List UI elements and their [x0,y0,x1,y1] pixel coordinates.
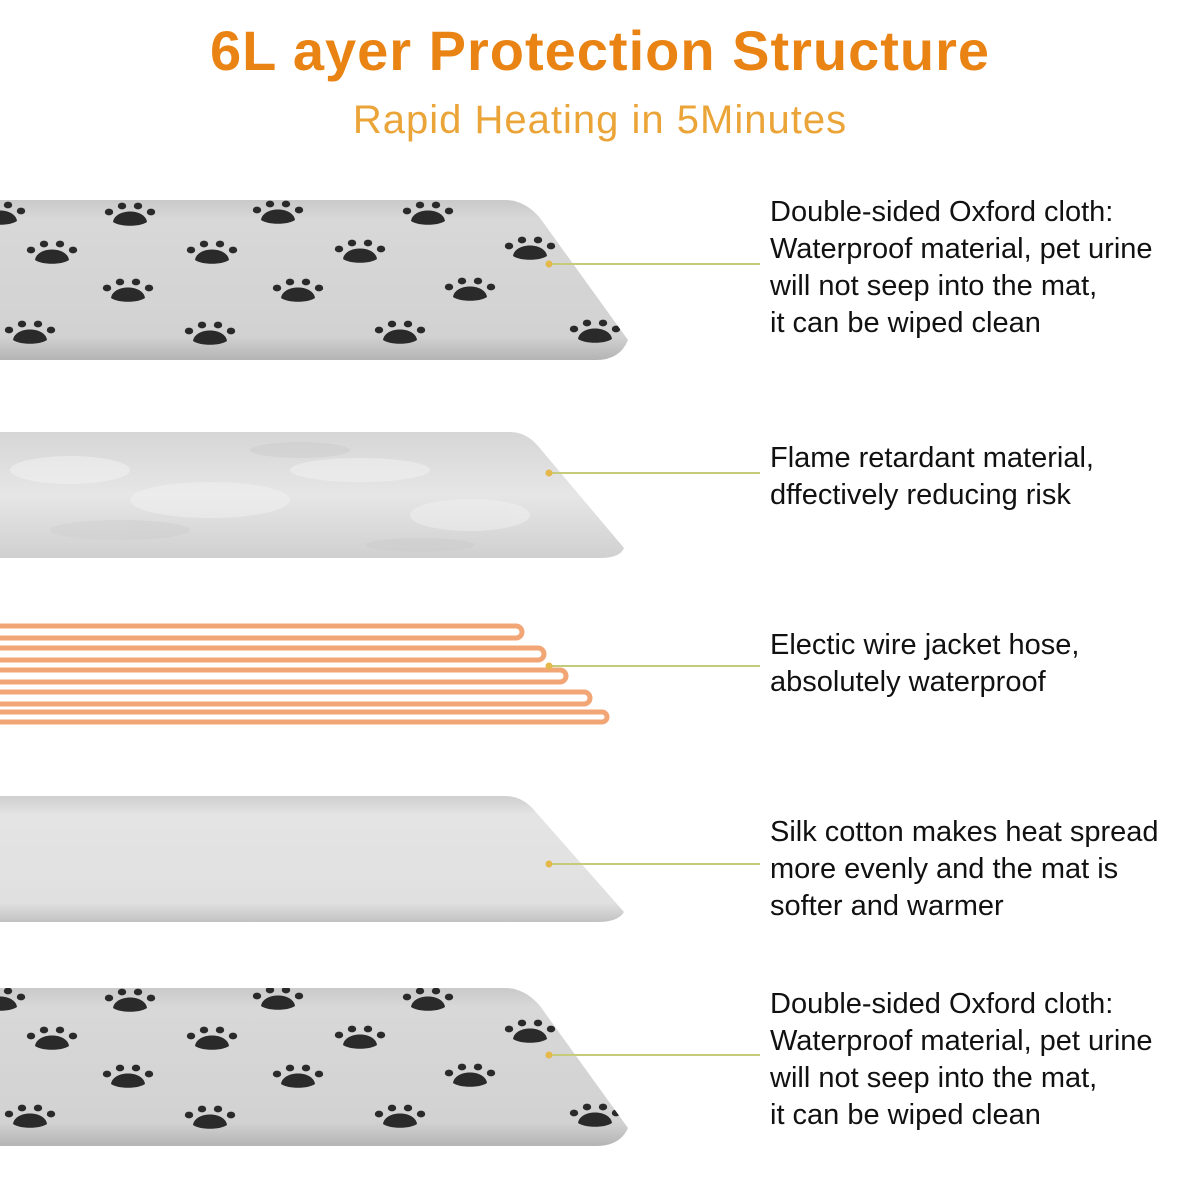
description-line: Silk cotton makes heat spread [770,816,1159,848]
page-subtitle: Rapid Heating in 5Minutes [352,98,848,142]
leader-line-1 [545,260,760,268]
page-title: 6L ayer Protection Structure [209,19,991,82]
oxford-cloth-pad-bottom [0,988,628,1146]
layer-description-silk-cotton: Silk cotton makes heat spread more evenl… [770,814,1195,925]
description-line: softer and warmer [770,890,1004,922]
description-line: Waterproof material, pet urine [770,233,1153,265]
description-line: it can be wiped clean [770,1099,1041,1131]
leader-line-4 [545,860,760,868]
layer-description-oxford-top: Double-sided Oxford cloth: Waterproof ma… [770,194,1195,342]
description-line: will not seep into the mat, [770,270,1098,302]
description-line: absolutely waterproof [770,666,1046,698]
description-line: Double-sided Oxford cloth: [770,988,1114,1020]
description-line: dffectively reducing risk [770,479,1071,511]
description-line: it can be wiped clean [770,307,1041,339]
leader-line-3 [545,662,760,670]
layer-description-heating-wire: Electic wire jacket hose, absolutely wat… [770,627,1195,701]
description-line: more evenly and the mat is [770,853,1119,885]
layer-description-oxford-bottom: Double-sided Oxford cloth: Waterproof ma… [770,986,1195,1134]
description-line: Double-sided Oxford cloth: [770,196,1114,228]
layer-description-flame-retardant: Flame retardant material, dffectively re… [770,440,1195,514]
oxford-cloth-pad-top [0,200,628,360]
heating-wire-loops [0,623,610,725]
description-line: Waterproof material, pet urine [770,1025,1153,1057]
description-line: will not seep into the mat, [770,1062,1098,1094]
leader-line-2 [545,469,760,477]
description-line: Flame retardant material, [770,442,1094,474]
description-line: Electic wire jacket hose, [770,629,1080,661]
leader-line-5 [545,1051,760,1059]
flame-retardant-pad [0,432,624,558]
flame-retardant-texture [10,442,530,552]
silk-cotton-pad [0,796,624,922]
